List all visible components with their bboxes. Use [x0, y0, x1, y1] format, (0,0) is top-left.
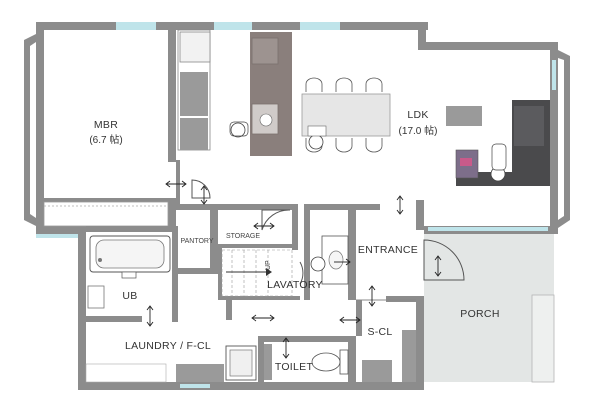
ldk-label: LDK	[407, 109, 428, 121]
kitchen	[177, 29, 292, 156]
porch-step	[531, 294, 555, 383]
storage-label: STORAGE	[226, 233, 260, 240]
ldk-size: (17.0 帖)	[399, 124, 438, 137]
staircase	[221, 249, 293, 297]
toilet-tank	[264, 344, 272, 380]
fridge	[179, 31, 211, 63]
mbr-size: (6.7 帖)	[89, 133, 122, 146]
person-icon	[310, 256, 326, 272]
toilet-bowl	[311, 349, 349, 375]
walk-direction-arrows	[146, 180, 442, 359]
door-swings	[191, 179, 465, 285]
person-icon	[229, 121, 249, 138]
entrance-shelf	[362, 360, 392, 382]
tv-board	[446, 106, 482, 126]
interior-walls	[43, 22, 422, 390]
lavatory-label: LAVATORY	[267, 279, 323, 291]
pantory-label: PANTORY	[180, 238, 213, 245]
laundry-label: LAUNDRY / F-CL	[125, 340, 211, 352]
ub-fixture	[87, 285, 105, 309]
mbr-label: MBR	[94, 119, 118, 131]
bathtub	[89, 235, 171, 279]
windows	[36, 22, 556, 388]
ub-label: UB	[122, 290, 137, 302]
scl-label: S-CL	[367, 326, 392, 338]
dining-set	[301, 77, 391, 153]
stairs-up-label: UP	[265, 260, 272, 270]
entrance-label: ENTRANCE	[358, 244, 418, 256]
living-set	[446, 100, 550, 186]
person-icon	[308, 134, 324, 150]
toilet-label: TOILET	[275, 361, 314, 373]
scl-shelf	[402, 330, 416, 382]
laundry-shelf	[176, 364, 224, 382]
porch-label: PORCH	[460, 308, 499, 320]
